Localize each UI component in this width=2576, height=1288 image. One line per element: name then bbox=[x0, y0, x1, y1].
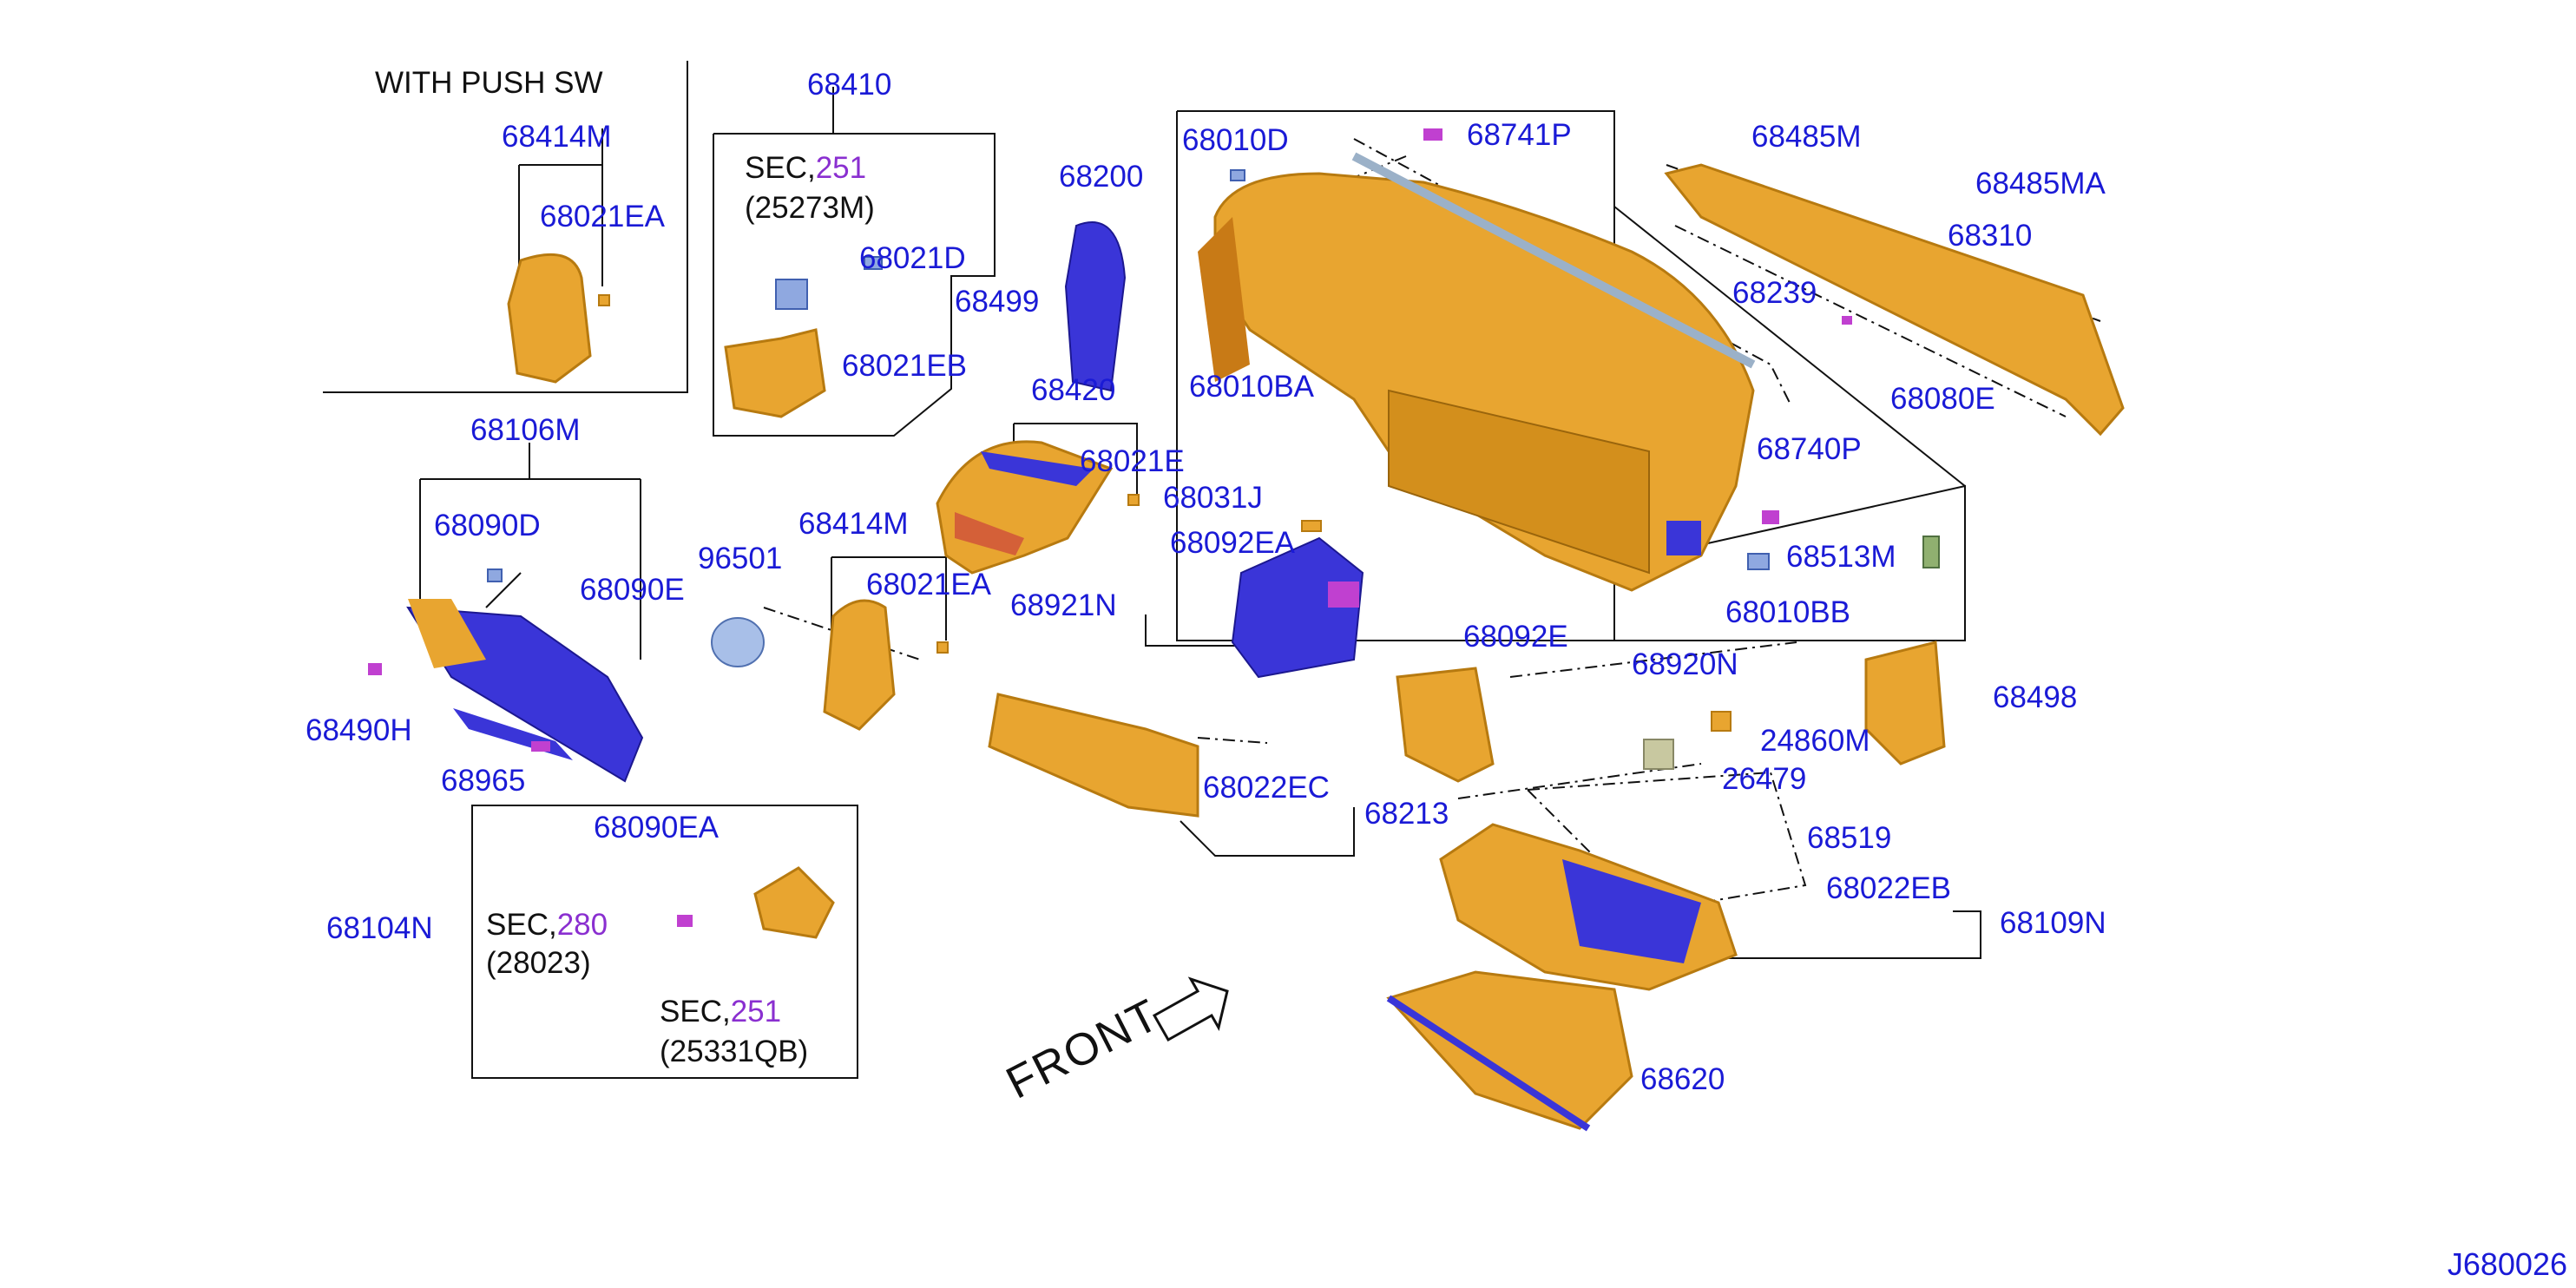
bracket-68414M-b bbox=[831, 556, 947, 641]
cover-68920N bbox=[1396, 667, 1495, 783]
front-arrow bbox=[1152, 976, 1229, 1042]
part-label-68921N[interactable]: 68921N bbox=[1010, 588, 1117, 622]
leader-68109N bbox=[1666, 910, 1981, 959]
part-label-68420[interactable]: 68420 bbox=[1031, 373, 1116, 407]
part-96501 bbox=[711, 617, 765, 667]
finisher-68410 bbox=[724, 328, 826, 418]
part-label-68010D[interactable]: 68010D bbox=[1182, 123, 1289, 157]
part-label-68090E[interactable]: 68090E bbox=[580, 573, 685, 607]
part-label-68410[interactable]: 68410 bbox=[807, 68, 892, 102]
part-label-68741P[interactable]: 68741P bbox=[1467, 118, 1572, 152]
with-push-sw-box bbox=[323, 61, 688, 393]
part-label-68499[interactable]: 68499 bbox=[955, 285, 1040, 319]
part-label-68010BA[interactable]: 68010BA bbox=[1189, 370, 1315, 404]
part-label-68498[interactable]: 68498 bbox=[1993, 680, 2078, 714]
part-label-68239[interactable]: 68239 bbox=[1732, 276, 1817, 310]
box-68104N bbox=[471, 805, 858, 1079]
part-label-68740P[interactable]: 68740P bbox=[1757, 432, 1862, 466]
part-label-68104N[interactable]: 68104N bbox=[326, 911, 433, 945]
finisher-68414M-b bbox=[823, 599, 896, 731]
part-label-68010BB[interactable]: 68010BB bbox=[1725, 595, 1851, 629]
bracket-68106M-left bbox=[485, 572, 522, 608]
part-label-68485MA[interactable]: 68485MA bbox=[1975, 167, 2106, 200]
part-label-96501[interactable]: 96501 bbox=[698, 542, 783, 575]
part-label-68965[interactable]: 68965 bbox=[441, 764, 526, 798]
speaker-cover-68499 bbox=[1064, 221, 1127, 392]
section-ref-25273M: (25273M) bbox=[745, 191, 875, 225]
section-number[interactable]: 251 bbox=[815, 151, 867, 185]
section-ref-25331QB: (25331QB) bbox=[660, 1035, 809, 1068]
part-label-68022EB[interactable]: 68022EB bbox=[1826, 871, 1952, 905]
section-prefix: SEC, bbox=[486, 908, 557, 942]
part-label-26479[interactable]: 26479 bbox=[1722, 762, 1807, 796]
section-label-251: SEC,251 bbox=[745, 153, 866, 183]
section-prefix: SEC, bbox=[660, 995, 731, 1028]
section-label-251-b: SEC,251 bbox=[660, 996, 781, 1027]
header-with-push-sw: WITH PUSH SW bbox=[375, 66, 603, 100]
part-label-68414M-b[interactable]: 68414M bbox=[798, 507, 909, 541]
part-label-68513M[interactable]: 68513M bbox=[1786, 540, 1896, 574]
side-panel-68213 bbox=[988, 693, 1199, 818]
part-label-68021E[interactable]: 68021E bbox=[1080, 444, 1185, 478]
section-number[interactable]: 280 bbox=[556, 908, 608, 942]
part-label-68090D[interactable]: 68090D bbox=[434, 509, 541, 542]
section-ref-28023: (28023) bbox=[486, 946, 591, 980]
leader-68213 bbox=[1180, 807, 1355, 857]
part-label-68022EC[interactable]: 68022EC bbox=[1203, 771, 1330, 805]
section-number[interactable]: 251 bbox=[730, 995, 782, 1028]
part-label-68213[interactable]: 68213 bbox=[1364, 797, 1449, 831]
part-label-68485M[interactable]: 68485M bbox=[1751, 120, 1862, 154]
part-label-68021EA-b[interactable]: 68021EA bbox=[866, 568, 992, 601]
part-label-24860M[interactable]: 24860M bbox=[1760, 724, 1870, 758]
part-label-68414M-a[interactable]: 68414M bbox=[502, 120, 612, 154]
section-label-280: SEC,280 bbox=[486, 910, 608, 940]
glove-box-lid-68620 bbox=[1386, 970, 1633, 1130]
section-prefix: SEC, bbox=[745, 151, 816, 185]
part-label-68021EA-a[interactable]: 68021EA bbox=[540, 200, 666, 233]
part-label-68200[interactable]: 68200 bbox=[1059, 160, 1144, 194]
lower-cover-68921N bbox=[1231, 536, 1364, 679]
side-finisher-68498 bbox=[1864, 641, 1946, 766]
part-label-68106M[interactable]: 68106M bbox=[470, 413, 581, 447]
part-label-68090EA[interactable]: 68090EA bbox=[594, 811, 720, 844]
part-label-68021EB[interactable]: 68021EB bbox=[842, 349, 968, 383]
part-label-68920N[interactable]: 68920N bbox=[1632, 647, 1738, 681]
part-label-68031J[interactable]: 68031J bbox=[1163, 481, 1263, 515]
bracket-68810BB bbox=[1613, 484, 1966, 641]
part-label-68092E[interactable]: 68092E bbox=[1463, 620, 1568, 654]
box-68410 bbox=[713, 133, 996, 437]
part-label-68310[interactable]: 68310 bbox=[1948, 219, 2033, 253]
part-label-68092EA[interactable]: 68092EA bbox=[1170, 526, 1296, 560]
part-68104N bbox=[753, 866, 835, 939]
part-label-68490H[interactable]: 68490H bbox=[306, 713, 412, 747]
part-26479-shape bbox=[1643, 739, 1674, 770]
part-label-68109N[interactable]: 68109N bbox=[2000, 906, 2106, 940]
defroster-grille bbox=[1664, 163, 2125, 437]
part-label-68080E[interactable]: 68080E bbox=[1890, 382, 1995, 416]
part-label-68620[interactable]: 68620 bbox=[1640, 1062, 1725, 1096]
diagram-code: J680026 bbox=[2447, 1246, 2567, 1282]
finisher-with-push-sw bbox=[507, 253, 592, 384]
bracket-68420 bbox=[1014, 423, 1138, 495]
part-68513M-shape bbox=[1922, 536, 1940, 568]
part-label-68021D[interactable]: 68021D bbox=[859, 241, 966, 275]
part-label-68519[interactable]: 68519 bbox=[1807, 821, 1892, 855]
